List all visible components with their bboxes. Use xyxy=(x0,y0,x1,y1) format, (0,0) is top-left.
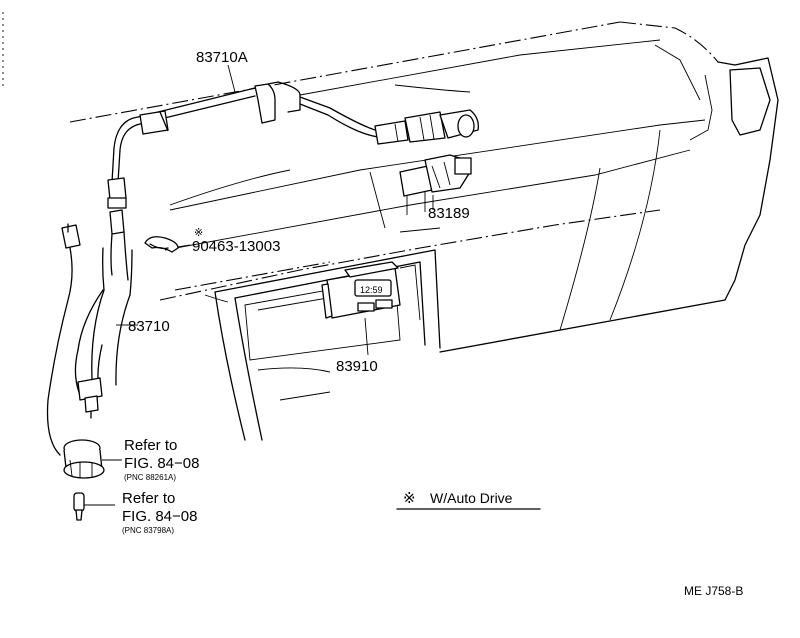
footer-code: ME J758-B xyxy=(684,584,743,598)
clock-83910: 12:59 xyxy=(321,261,401,356)
legend-auto-drive: ※ W/Auto Drive xyxy=(396,490,541,510)
label-83910: 83910 xyxy=(336,358,378,375)
legend-text: W/Auto Drive xyxy=(430,490,513,506)
instrument-panel-outline xyxy=(69,21,779,441)
reference-note-1: Refer to FIG. 84−08 (PNC 88261A) xyxy=(124,437,199,482)
label-90463-13003: 90463-13003 xyxy=(192,238,280,255)
label-83710: 83710 xyxy=(128,318,170,335)
cable-assy-83710a xyxy=(107,81,479,209)
sensor-83189 xyxy=(399,154,472,215)
label-83710a: 83710A xyxy=(196,49,248,66)
reference-note-2: Refer to FIG. 84−08 (PNC 83798A) xyxy=(122,490,197,535)
ref1-fig: FIG. 84−08 xyxy=(124,455,199,472)
wire-harness xyxy=(46,223,81,456)
clamp-90463 xyxy=(144,236,191,253)
leader-lines xyxy=(128,64,434,326)
pin-part xyxy=(73,492,115,521)
clock-display-text: 12:59 xyxy=(360,285,383,295)
ref2-fig: FIG. 84−08 xyxy=(122,508,197,525)
legend-mark: ※ xyxy=(403,490,416,507)
ref1-title: Refer to xyxy=(124,437,177,454)
ref2-pnc: (PNC 83798A) xyxy=(122,526,174,535)
label-83189: 83189 xyxy=(428,205,470,222)
ref1-pnc: (PNC 88261A) xyxy=(124,473,176,482)
speed-sensor-part xyxy=(63,439,122,479)
ref2-title: Refer to xyxy=(122,490,175,507)
clamp-mark: ※ xyxy=(194,227,203,239)
cable-83710 xyxy=(74,209,133,419)
